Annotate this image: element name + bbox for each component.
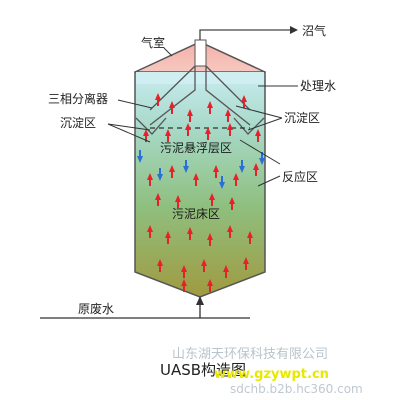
watermark-url: sdchb.b2b.hc360.com <box>230 382 363 396</box>
upflow-arrow <box>187 227 193 240</box>
upflow-arrow <box>155 193 161 206</box>
watermark-site: www.gzywpt.cn <box>214 367 329 382</box>
upflow-arrow <box>207 233 213 246</box>
upflow-arrow <box>169 101 175 114</box>
inlet-arrow <box>196 296 204 305</box>
upflow-arrow <box>207 101 213 114</box>
label-sludge-blanket-zone: 污泥悬浮层区 <box>160 141 232 155</box>
label-sludge-bed-zone: 污泥床区 <box>172 207 220 221</box>
upflow-arrow <box>209 193 215 206</box>
upflow-arrow <box>175 195 181 208</box>
upflow-arrow <box>227 225 233 238</box>
upflow-arrow <box>181 265 187 278</box>
upflow-arrow <box>155 93 161 106</box>
downflow-arrow <box>137 150 143 163</box>
upflow-arrow <box>181 279 187 292</box>
flow-arrows <box>137 93 265 292</box>
upflow-arrow <box>241 95 247 108</box>
upflow-arrow <box>165 129 171 142</box>
upflow-arrow <box>169 165 175 178</box>
label-settling-zone-left: 沉淀区 <box>60 116 96 130</box>
gas-outlet-pipe <box>199 29 290 40</box>
downflow-arrow <box>219 176 225 189</box>
downflow-arrow <box>239 160 245 173</box>
watermark-company: 山东湖天环保科技有限公司 <box>172 347 328 362</box>
diagram-caption: UASB构造图 <box>160 361 246 379</box>
separator-hood <box>149 65 251 126</box>
downflow-arrow <box>183 160 189 173</box>
upflow-arrow <box>193 173 199 186</box>
upflow-arrow <box>227 123 233 136</box>
gas-pipe <box>194 39 207 67</box>
upflow-arrow <box>187 109 193 122</box>
upflow-arrow <box>213 165 219 178</box>
upflow-arrow <box>255 129 261 142</box>
upflow-arrow <box>157 259 163 272</box>
label-reaction-zone: 反应区 <box>282 169 318 184</box>
upflow-arrow <box>147 225 153 238</box>
upflow-arrow <box>229 197 235 210</box>
upflow-arrow <box>165 231 171 244</box>
separator-deflectors <box>135 117 265 135</box>
upflow-arrow <box>233 173 239 186</box>
upflow-arrow <box>147 173 153 186</box>
treated-water-layer <box>136 72 264 84</box>
upflow-arrow <box>223 265 229 278</box>
label-settling-zone-right: 沉淀区 <box>284 111 320 125</box>
label-three-phase-separator: 三相分离器 <box>48 91 108 106</box>
leader-lines <box>107 47 298 187</box>
gas-outlet-arrow <box>290 26 298 34</box>
label-biogas: 沼气 <box>302 23 326 38</box>
label-gas-chamber: 气室 <box>141 35 165 50</box>
upflow-arrow <box>243 257 249 270</box>
upflow-arrow <box>225 109 231 122</box>
downflow-arrow <box>157 168 163 181</box>
upflow-arrow <box>253 163 259 176</box>
upflow-arrow <box>201 259 207 272</box>
label-treated-water: 处理水 <box>300 79 336 93</box>
upflow-arrow <box>207 279 213 292</box>
upflow-arrow <box>205 127 211 140</box>
upflow-arrow <box>143 129 149 142</box>
upflow-arrow <box>247 231 253 244</box>
label-raw-wastewater: 原废水 <box>78 301 114 316</box>
upflow-arrow <box>185 123 191 136</box>
